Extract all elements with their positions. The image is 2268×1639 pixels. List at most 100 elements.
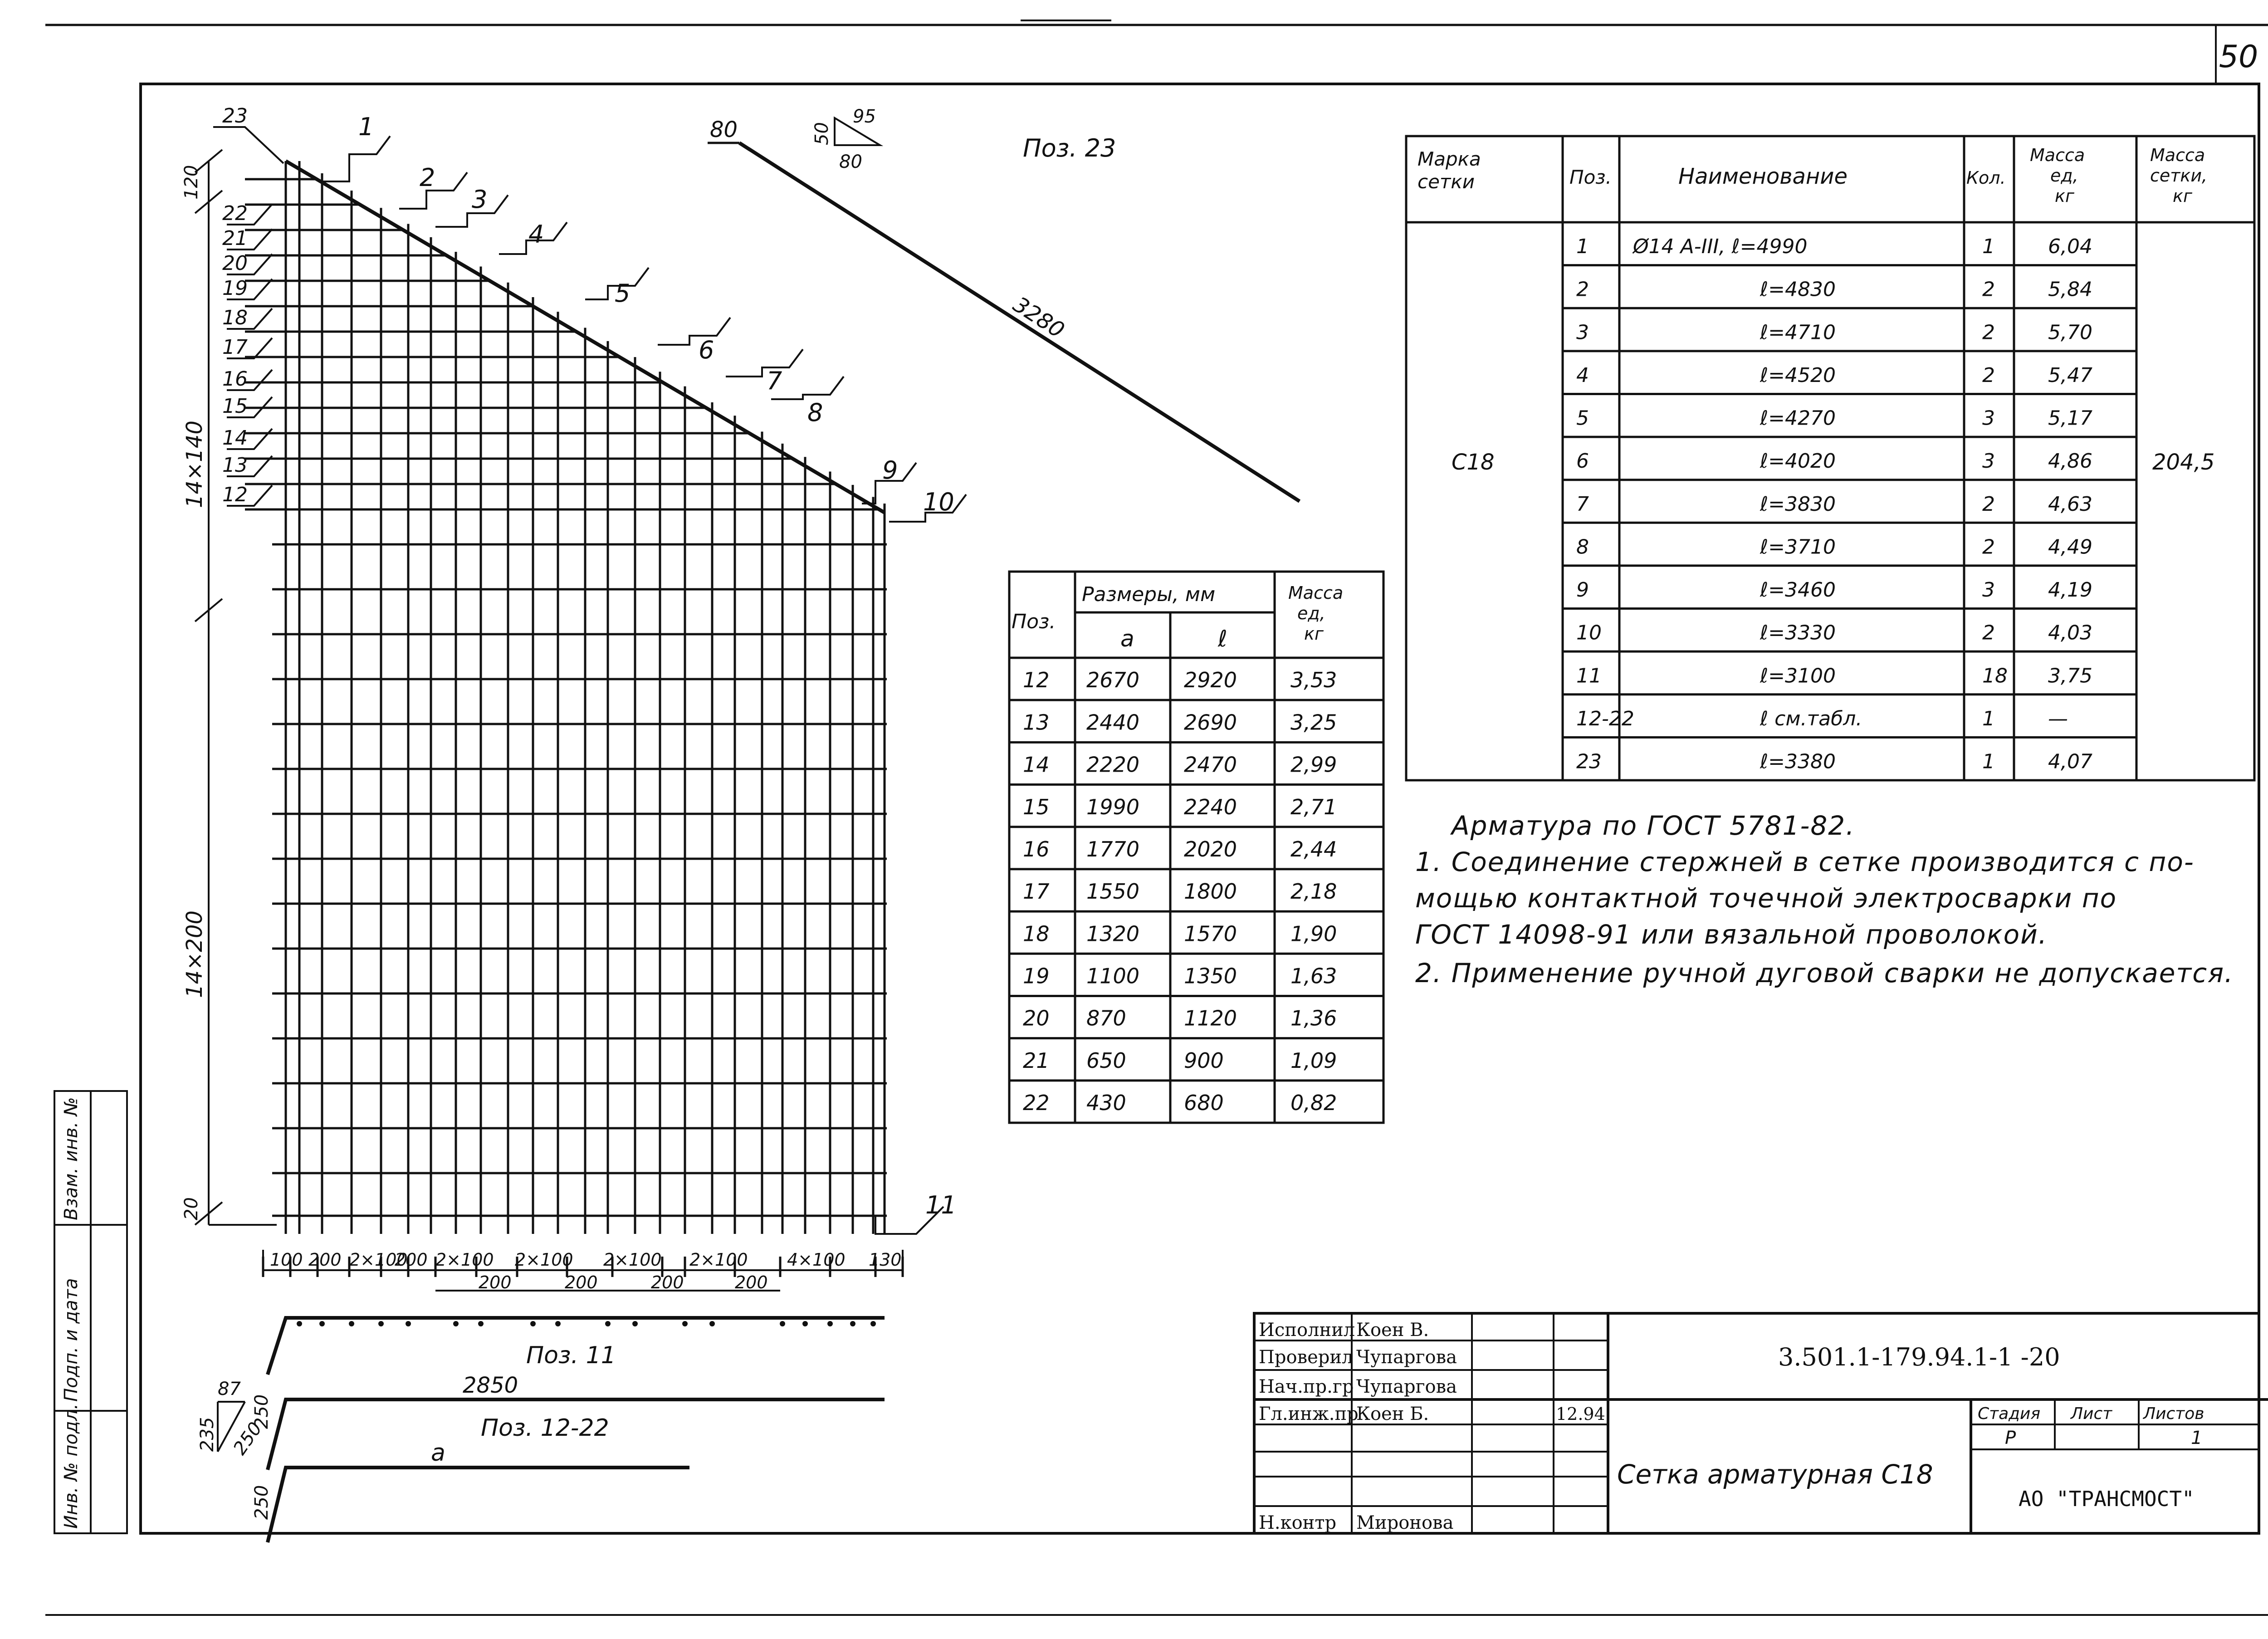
left-leader-13 (227, 455, 273, 477)
left-dimension-lines (194, 149, 277, 1226)
dims-cell-8-1: 870 (1086, 1006, 1126, 1031)
spec-massu-1: 5,84 (2048, 278, 2092, 301)
dim-14x200: 14×200 (182, 910, 207, 998)
bar-label-17: 17 (222, 336, 248, 359)
dims-cell-4-0: 16 (1023, 837, 1050, 861)
weld-dot-13 (780, 1321, 785, 1326)
weld-dot-11 (682, 1321, 688, 1326)
mesh-bars (245, 161, 904, 1277)
tb-stage: Р (2005, 1428, 2016, 1448)
bar-label-22: 22 (222, 202, 248, 225)
sloped-top-bar (284, 159, 886, 514)
note-line-2: мощью контактной точечной электросварки … (1415, 883, 2117, 914)
note-line-4: 2. Применение ручной дуговой сварки не д… (1415, 958, 2234, 988)
sheet-number: 50 (2219, 39, 2258, 75)
bar-label-19: 19 (222, 277, 248, 300)
dims-cell-1-0: 13 (1023, 710, 1050, 734)
tb-name-6: Миронова (1356, 1512, 1453, 1533)
bar-11-leader (875, 1206, 944, 1235)
spec-pos-9: 10 (1576, 621, 1602, 645)
left-leader-17 (227, 337, 273, 359)
spec-massu-6: 4,63 (2048, 493, 2092, 516)
pos23-left-dim: 80 (710, 117, 738, 142)
spec-massu-4: 5,17 (2048, 407, 2092, 430)
spec-qty-10: 18 (1982, 664, 2008, 687)
spec-qty-0: 1 (1982, 235, 1995, 258)
dim-row1-8: 4×100 (787, 1250, 846, 1270)
tb-sheets: 1 (2191, 1428, 2202, 1448)
tb-stage-h: Стадия (1978, 1404, 2040, 1423)
dims-cell-10-1: 430 (1086, 1091, 1126, 1115)
spec-name-4: ℓ=4270 (1760, 407, 1836, 430)
spec-h-qty: Кол. (1966, 168, 2006, 188)
note-line-3: ГОСТ 14098-91 или вязальной проволокой. (1415, 919, 2048, 950)
bar-label-14: 14 (222, 426, 248, 450)
left-leader-19 (227, 278, 273, 300)
pos12-length: a (431, 1439, 445, 1467)
spec-qty-4: 3 (1982, 407, 1995, 430)
dim-row1-4: 2×100 (435, 1250, 494, 1270)
bottom-dimension-lines (262, 1250, 904, 1292)
spec-name-7: ℓ=3710 (1760, 535, 1836, 558)
spec-pos-8: 9 (1576, 578, 1589, 602)
dims-cell-8-0: 20 (1023, 1006, 1050, 1031)
spec-pos-12: 23 (1576, 750, 1602, 773)
dims-cell-2-1: 2220 (1086, 753, 1139, 777)
spec-name-8: ℓ=3460 (1760, 578, 1836, 602)
dims-cell-4-3: 2,44 (1290, 837, 1337, 861)
spec-name-11: ℓ см.табл. (1760, 707, 1862, 730)
pos11-hook: 250 (251, 1394, 272, 1429)
spec-qty-2: 2 (1982, 321, 1995, 344)
spec-massu-8: 4,19 (2048, 578, 2092, 602)
dims-cell-9-1: 650 (1086, 1048, 1126, 1073)
tb-role-0: Исполнил (1259, 1320, 1355, 1341)
pos12-title: Поз. 12-22 (481, 1414, 609, 1442)
spec-pos-4: 5 (1576, 407, 1589, 430)
bar-label-11: 11 (925, 1191, 957, 1219)
dims-cell-9-0: 21 (1023, 1048, 1050, 1073)
tb-role-2: Нач.пр.гр (1259, 1376, 1354, 1397)
spec-qty-9: 2 (1982, 621, 1995, 645)
dims-cell-3-3: 2,71 (1290, 795, 1337, 819)
weld-dot-6 (478, 1321, 484, 1326)
dims-cell-7-3: 1,63 (1290, 964, 1337, 988)
spec-massu-7: 4,49 (2048, 535, 2092, 558)
weld-dot-12 (709, 1321, 715, 1326)
spec-massu-11: — (2048, 707, 2068, 730)
spec-pos-0: 1 (1576, 235, 1589, 258)
left-bar-leaders (213, 126, 284, 507)
spec-pos-10: 11 (1576, 664, 1602, 687)
dims-cell-4-1: 1770 (1086, 837, 1139, 861)
top-leader-10 (889, 494, 967, 523)
weld-dot-3 (378, 1321, 384, 1326)
title-block (1253, 1312, 2268, 1535)
top-leader-7 (726, 348, 804, 377)
dim-top: 120 (181, 165, 202, 200)
pos23-title: Поз. 23 (1023, 134, 1116, 162)
spec-name-3: ℓ=4520 (1760, 364, 1836, 387)
bar-label-3: 3 (472, 185, 487, 214)
bar-label-15: 15 (222, 395, 248, 418)
dim-row1-6: 2×100 (603, 1250, 662, 1270)
dim-row2-3: 200 (735, 1272, 768, 1292)
pos23-tri-a: 50 (811, 122, 832, 145)
spec-pos-3: 4 (1576, 364, 1589, 387)
dims-h-sizes: Размеры, мм (1082, 583, 1215, 606)
spec-qty-3: 2 (1982, 364, 1995, 387)
spec-massu-2: 5,70 (2048, 321, 2092, 344)
bend-tri-b: 87 (218, 1379, 241, 1399)
tb-date: 12.94 (1556, 1404, 1605, 1424)
bend-tri-a: 235 (197, 1417, 218, 1452)
bar-label-7: 7 (767, 367, 782, 395)
spec-massu-0: 6,04 (2048, 235, 2092, 258)
dims-cell-0-1: 2670 (1086, 668, 1139, 692)
pos11-weld-dots (297, 1321, 876, 1326)
spec-h-pos: Поз. (1569, 166, 1612, 188)
dim-row1-1: 200 (308, 1250, 342, 1270)
left-leader-15 (227, 396, 273, 418)
top-leader-9 (862, 462, 917, 504)
dim-row2-0: 200 (479, 1272, 512, 1292)
